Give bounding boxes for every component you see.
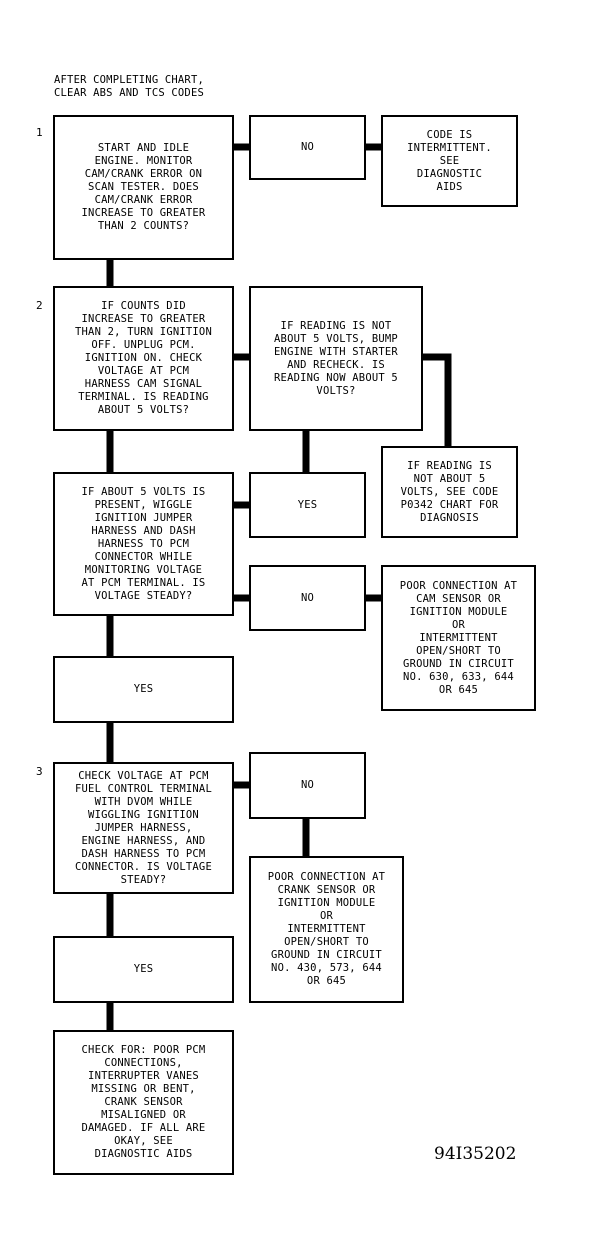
step2-yes-box: YES: [249, 472, 366, 538]
step2-no-box: NO: [249, 565, 366, 631]
step3-yes-box: YES: [53, 936, 234, 1003]
step-number-3: 3: [36, 765, 43, 778]
step1-intermittent-box: CODE IS INTERMITTENT. SEE DIAGNOSTIC AID…: [381, 115, 518, 207]
step2-question-box: IF COUNTS DID INCREASE TO GREATER THAN 2…: [53, 286, 234, 431]
step2-wiggle-box: IF ABOUT 5 VOLTS IS PRESENT, WIGGLE IGNI…: [53, 472, 234, 616]
step-number-1: 1: [36, 126, 43, 139]
step3-final-check-box: CHECK FOR: POOR PCM CONNECTIONS, INTERRU…: [53, 1030, 234, 1175]
step1-no-box: NO: [249, 115, 366, 180]
step1-question-box: START AND IDLE ENGINE. MONITOR CAM/CRANK…: [53, 115, 234, 260]
step2-bump-engine-box: IF READING IS NOT ABOUT 5 VOLTS, BUMP EN…: [249, 286, 423, 431]
header-note: AFTER COMPLETING CHART, CLEAR ABS AND TC…: [54, 74, 204, 99]
figure-id: 94I35202: [434, 1144, 517, 1164]
step2-see-code-box: IF READING IS NOT ABOUT 5 VOLTS, SEE COD…: [381, 446, 518, 538]
step3-crank-poor-connection-box: POOR CONNECTION AT CRANK SENSOR OR IGNIT…: [249, 856, 404, 1003]
step3-no-box: NO: [249, 752, 366, 819]
step2-yes-below-box: YES: [53, 656, 234, 723]
step2-cam-poor-connection-box: POOR CONNECTION AT CAM SENSOR OR IGNITIO…: [381, 565, 536, 711]
step3-question-box: CHECK VOLTAGE AT PCM FUEL CONTROL TERMIN…: [53, 762, 234, 894]
step-number-2: 2: [36, 299, 43, 312]
